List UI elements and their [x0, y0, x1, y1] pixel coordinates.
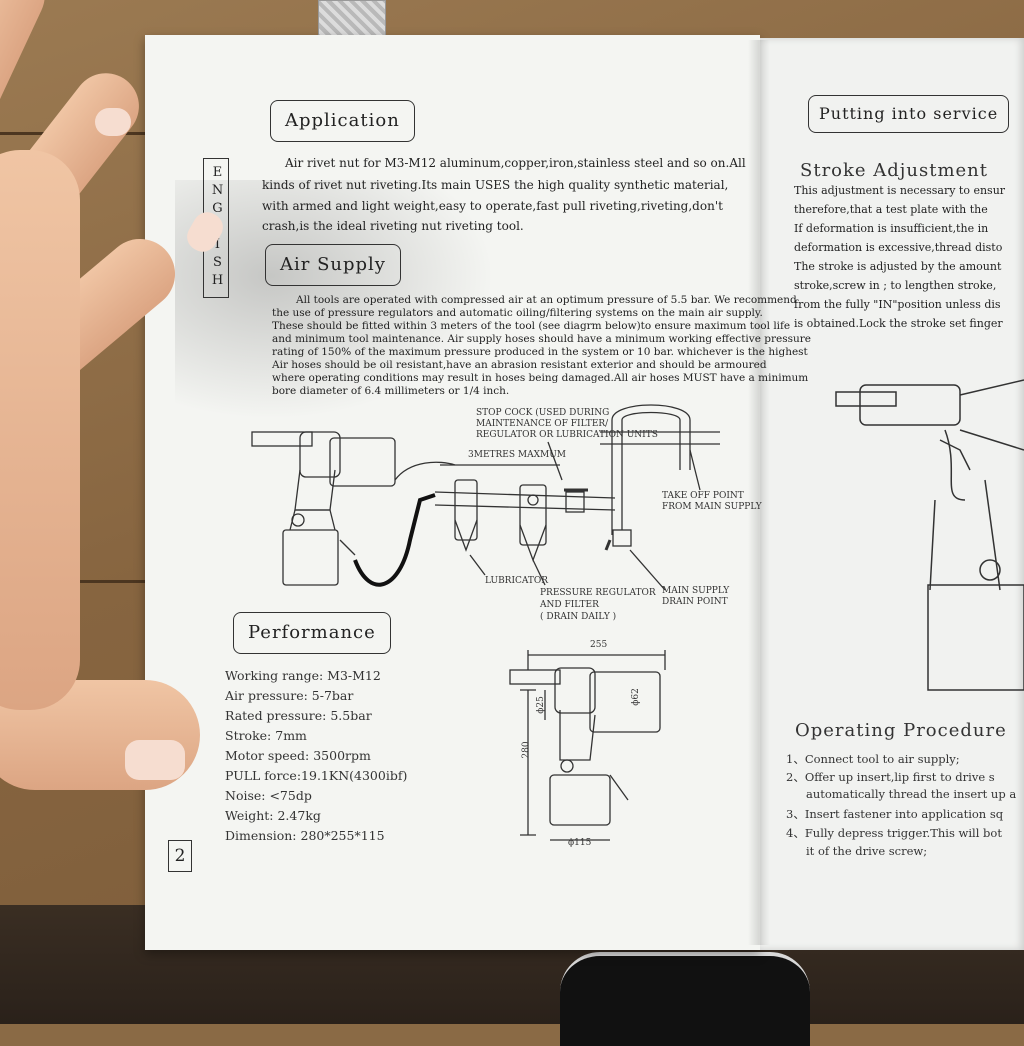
dim-height: 280: [521, 741, 532, 759]
air-supply-line-4: and minimum tool maintenance. Air supply…: [272, 333, 811, 345]
stroke-line-8: is obtained.Lock the stroke set finger: [794, 317, 1003, 330]
dim-d115: ϕ115: [568, 838, 592, 848]
application-line-1: Air rivet nut for M3-M12 aluminum,copper…: [285, 156, 746, 170]
procedure-step-1: 1、Connect tool to air supply;: [786, 752, 960, 766]
stroke-line-2: therefore,that a test plate with the: [794, 203, 988, 216]
filter-icon: [519, 484, 547, 546]
stroke-line-1: This adjustment is necessary to ensur: [794, 184, 1006, 197]
stroke-line-6: stroke,screw in ; to lengthen stroke,: [794, 279, 997, 292]
spec-noise: Noise: <75dp: [225, 788, 312, 803]
application-line-3: with armed and light weight,easy to oper…: [262, 199, 723, 213]
application-line-2: kinds of rivet nut riveting.Its main USE…: [262, 178, 729, 192]
dimension-diagram: [509, 650, 666, 841]
spec-motor-speed: Motor speed: 3500rpm: [225, 748, 371, 763]
procedure-step-2: 2、Offer up insert,lip first to drive s: [786, 770, 995, 784]
procedure-step-4: 4、Fully depress trigger.This will bot: [786, 826, 1002, 840]
dim-width: 255: [590, 640, 608, 650]
spec-stroke: Stroke: 7mm: [225, 728, 307, 743]
stroke-line-4: deformation is excessive,thread disto: [794, 241, 1003, 254]
operating-procedure-heading: Operating Procedure: [795, 720, 1007, 741]
spec-air-pressure: Air pressure: 5-7bar: [225, 688, 354, 703]
stroke-adjustment-heading: Stroke Adjustment: [800, 160, 988, 181]
stroke-line-5: The stroke is adjusted by the amount: [794, 260, 1002, 273]
dim-d62: ϕ62: [630, 688, 641, 706]
air-supply-line-1: All tools are operated with compressed a…: [296, 294, 797, 306]
lubricator-label: LUBRICATOR: [485, 576, 549, 586]
stroke-line-7: from the fully "IN"position unless dis: [794, 298, 1001, 311]
air-supply-line-5: rating of 150% of the maximum pressure p…: [272, 346, 808, 358]
stop-cock-label: STOP COCK (USED DURING MAINTENANCE OF FI…: [476, 408, 658, 440]
right-tool-illustration: [835, 379, 1024, 691]
dim-d25: ϕ25: [535, 696, 546, 714]
putting-into-service-heading: Putting into service: [808, 95, 1010, 133]
application-line-4: crash,is the ideal riveting nut riveting…: [262, 219, 524, 233]
air-supply-line-2: the use of pressure regulators and autom…: [272, 307, 763, 319]
thumbnail: [125, 740, 185, 780]
air-supply-diagram: [251, 379, 1024, 841]
lubricator-icon: [454, 479, 478, 541]
page-number: 2: [168, 840, 192, 872]
pressure-regulator-label: PRESSURE REGULATOR AND FILTER ( DRAIN DA…: [540, 588, 656, 622]
main-supply-drain-label: MAIN SUPPLY DRAIN POINT: [662, 586, 730, 607]
spec-dimension: Dimension: 280*255*115: [225, 828, 385, 843]
spec-working-range: Working range: M3-M12: [225, 668, 381, 683]
air-supply-heading: Air Supply: [265, 244, 401, 286]
procedure-step-4-cont: it of the drive screw;: [806, 844, 928, 858]
spec-pull-force: PULL force:19.1KN(4300ibf): [225, 768, 408, 783]
air-supply-line-3: These should be fitted within 3 meters o…: [272, 320, 791, 332]
book-gutter: [748, 40, 770, 945]
tool-nose-icon: [251, 431, 313, 447]
air-supply-line-7: where operating conditions may result in…: [272, 372, 809, 384]
procedure-step-2-cont: automatically thread the insert up a: [806, 787, 1017, 801]
take-off-point-label: TAKE OFF POINT FROM MAIN SUPPLY: [662, 491, 762, 512]
fingernail: [95, 108, 131, 136]
performance-heading: Performance: [233, 612, 391, 654]
air-supply-line-8: bore diameter of 6.4 millimeters or 1/4 …: [272, 385, 510, 397]
spec-rated-pressure: Rated pressure: 5.5bar: [225, 708, 372, 723]
three-metres-label: 3METRES MAXMUM: [468, 450, 567, 460]
procedure-step-3: 3、Insert fastener into application sq: [786, 807, 1004, 821]
application-heading: Application: [270, 100, 415, 142]
hand-palm: [0, 150, 80, 710]
stroke-line-3: If deformation is insufficient,the in: [794, 222, 989, 235]
manual-right-page: [760, 38, 1024, 950]
air-supply-line-6: Air hoses should be oil resistant,have a…: [272, 359, 767, 371]
spec-weight: Weight: 2.47kg: [225, 808, 321, 823]
